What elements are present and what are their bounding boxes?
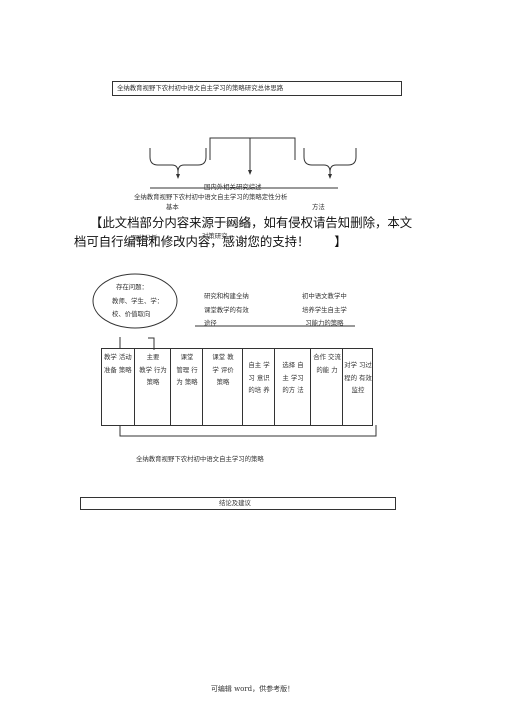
cell-line: 策略: [216, 378, 230, 387]
strategy-cell-5: 自主 学 习 意识 的培 养: [244, 357, 274, 395]
footer-text: 可编辑 word，供参考版！: [210, 685, 295, 693]
cell-line: 课堂 教: [212, 353, 234, 361]
cell-line: 的能 力: [316, 365, 338, 374]
strategy-summary: 全纳教育视野下农村初中语文自主学习的策略: [136, 455, 264, 463]
conclusion-box: 结论及建议: [80, 497, 396, 510]
problems-block: 存在问题： 教师、学生、学： 校、价值取向: [112, 283, 163, 319]
cell-line: 对学 习过: [344, 361, 372, 369]
research-right: 初中语文教学中 培养学生自主学 习能力的策略: [302, 292, 347, 328]
problems-title: 存在问题：: [116, 283, 148, 291]
countermeasure-label: 对策研究: [202, 232, 228, 240]
cell-line: 教学 活动: [104, 353, 132, 361]
cell-line: 习 意识: [248, 373, 270, 382]
research-right-line: 习能力的策略: [305, 319, 344, 328]
cell-line: 课堂: [180, 353, 194, 361]
cell-line: 策略: [146, 378, 160, 387]
cell-line: 管理 行: [176, 365, 198, 374]
strategy-table: 教学 活动 准备 策略 主要 教学 行为 策略 课堂 管理 行 为 策略 课堂 …: [101, 348, 373, 426]
problems-line-3: 校、价值取向: [112, 310, 151, 319]
research-mid: 研究和构建全纳 课堂教学的有效 途径: [204, 292, 249, 328]
cell-line: 教学 行为: [139, 365, 167, 374]
status-analysis-label: 现状分析: [132, 234, 158, 242]
method-label: 方法: [312, 203, 325, 211]
conclusion-text: 结论及建议: [219, 499, 251, 507]
strategy-cell-8: 对学 习过 程的 有效 监控: [342, 357, 374, 395]
cell-line: 主 学习: [282, 373, 304, 382]
research-right-line: 初中语文教学中: [302, 292, 347, 300]
qual-analysis-label: 全纳教育视野下农村初中语文自主学习的策略定性分析: [134, 193, 288, 201]
title-box: 全纳教育视野下农村初中语文自主学习的策略研究总体思路: [112, 81, 402, 96]
title-text: 全纳教育视野下农村初中语文自主学习的策略研究总体思路: [117, 84, 284, 92]
cell-line: 准备 策略: [104, 365, 132, 374]
overlap-label: 理论体系: [226, 220, 252, 228]
cell-line: 的培 养: [248, 386, 270, 395]
review-label: 国内外相关研究综述: [204, 183, 262, 191]
cell-line: 自主 学: [248, 361, 270, 369]
strategy-cell-2: 主要 教学 行为 策略: [136, 353, 170, 387]
research-mid-line: 途径: [204, 319, 217, 328]
cell-line: 主要: [146, 353, 160, 361]
cell-line: 为 策略: [176, 378, 198, 387]
cell-line: 程的 有效: [344, 373, 372, 382]
cell-line: 选择 自: [282, 361, 304, 369]
basic-label: 基本: [166, 203, 179, 211]
strategy-cell-4: 课堂 教 学 评价 策略: [204, 353, 242, 387]
cell-line: 学 评价: [212, 365, 234, 374]
strategy-cell-6: 选择 自 主 学习 的方 法: [276, 357, 310, 395]
footer: 可编辑 word，供参考版！: [0, 676, 505, 695]
research-mid-line: 研究和构建全纳: [204, 292, 249, 300]
cell-line: 的方 法: [282, 386, 304, 395]
cell-line: 合作 交流: [313, 353, 341, 361]
strategy-cell-7: 合作 交流 的能 力: [312, 353, 342, 374]
problems-oval: [92, 273, 178, 329]
strategy-cell-1: 教学 活动 准备 策略: [104, 353, 132, 374]
cell-line: 监控: [351, 386, 365, 395]
research-mid-line: 课堂教学的有效: [204, 305, 249, 314]
notice-line-1: 【此文档部分内容来源于网络，如有侵权请告知删除，本文: [90, 215, 413, 230]
research-right-line: 培养学生自主学: [302, 305, 347, 314]
strategy-cell-3: 课堂 管理 行 为 策略: [172, 353, 202, 387]
notice-line-2: 档可自行编辑和修改内容，感谢您的支持！ 】: [74, 234, 347, 249]
problems-line-2: 教师、学生、学：: [112, 296, 164, 305]
